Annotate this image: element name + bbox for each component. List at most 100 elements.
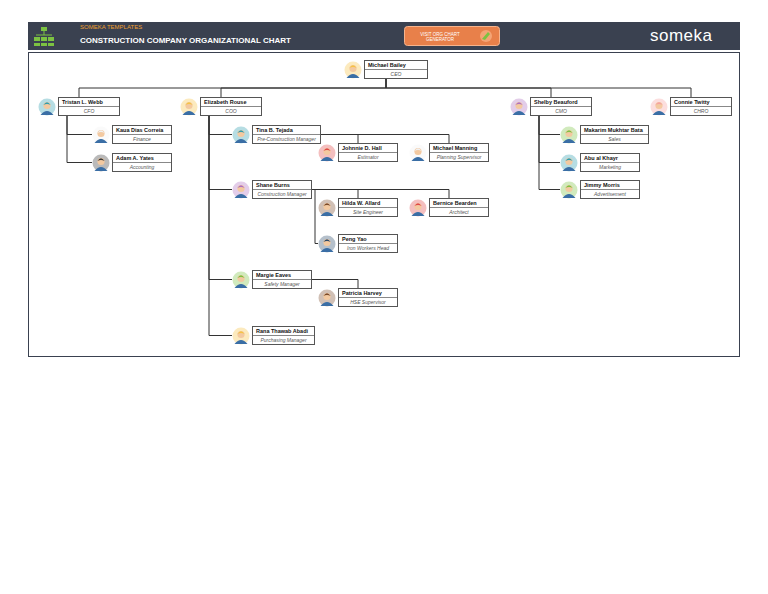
avatar-icon: [560, 154, 578, 172]
person-name: Adam A. Yates: [113, 154, 171, 163]
name-text: Tina B. Tejada: [256, 126, 293, 134]
person-name: Tristan L. Webb: [59, 98, 119, 107]
title-text: Marketing: [599, 163, 621, 171]
avatar-icon: [38, 98, 56, 116]
person-title: Estimator: [339, 153, 397, 161]
avatar-icon: [409, 199, 427, 217]
person-title: Site Engineer: [339, 208, 397, 216]
avatar-icon: [92, 126, 110, 144]
person-title: CFO: [59, 107, 119, 115]
person-name: Makarim Mukhtar Bata: [581, 126, 648, 135]
org-connector: [312, 190, 358, 199]
person-node: Michael ManningPlanning Supervisor: [409, 143, 489, 162]
person-title: Finance: [113, 135, 171, 143]
name-box: Johnnie D. HallEstimator: [338, 143, 398, 162]
org-connector: [312, 280, 358, 289]
name-box: Tristan L. WebbCFO: [58, 97, 120, 116]
avatar-icon: [318, 199, 336, 217]
person-name: Michael Manning: [430, 144, 488, 153]
title-text: Planning Supervisor: [437, 153, 482, 161]
person-title: Accounting: [113, 163, 171, 171]
avatar-icon: [318, 235, 336, 253]
person-title: Pre-Construction Manager: [253, 135, 320, 143]
name-box: Shelby BeaufordCMO: [530, 97, 592, 116]
title-text: Accounting: [130, 163, 155, 171]
org-connector: [321, 135, 449, 144]
name-text: Tristan L. Webb: [62, 98, 103, 106]
name-box: Makarim Mukhtar BataSales: [580, 125, 649, 144]
org-connector: [209, 116, 232, 280]
avatar-icon: [232, 126, 250, 144]
person-name: Kaua Dias Correia: [113, 126, 171, 135]
person-node: Tristan L. WebbCFO: [38, 97, 120, 116]
org-connector: [67, 116, 92, 135]
person-node: Rana Thawab AbadiPurchasing Manager: [232, 326, 315, 345]
person-name: Johnnie D. Hall: [339, 144, 397, 153]
name-text: Patricia Harvey: [342, 289, 382, 297]
title-text: COO: [225, 107, 236, 115]
title-text: Safety Manager: [264, 280, 299, 288]
org-connector: [321, 135, 358, 144]
avatar-icon: [650, 98, 668, 116]
person-title: COO: [201, 107, 261, 115]
name-text: Michael Bailey: [368, 61, 406, 69]
org-connector: [539, 116, 560, 163]
person-node: Shelby BeaufordCMO: [510, 97, 592, 116]
title-text: Construction Manager: [257, 190, 306, 198]
org-connector: [312, 190, 449, 199]
org-connector: [539, 116, 560, 135]
person-node: Bernice BeardenArchitect: [409, 198, 489, 217]
brand-logo: someka: [650, 26, 713, 46]
name-box: Connie TwittyCHRO: [670, 97, 732, 116]
person-title: Architect: [430, 208, 488, 216]
title-text: Sales: [608, 135, 621, 143]
person-node: Adam A. YatesAccounting: [92, 153, 172, 172]
person-node: Margie EavesSafety Manager: [232, 270, 312, 289]
person-node: Abu al KhayrMarketing: [560, 153, 640, 172]
title-text: Advertisement: [594, 190, 626, 198]
person-title: Construction Manager: [253, 190, 311, 198]
person-name: Tina B. Tejada: [253, 126, 320, 135]
name-text: Shelby Beauford: [534, 98, 578, 106]
name-text: Adam A. Yates: [116, 154, 154, 162]
person-node: Makarim Mukhtar BataSales: [560, 125, 649, 144]
org-connector: [221, 79, 386, 97]
name-box: Jimmy MorrisAdvertisement: [580, 180, 640, 199]
title-text: Pre-Construction Manager: [257, 135, 316, 143]
person-title: Purchasing Manager: [253, 336, 314, 344]
name-box: Patricia HarveyHSE Supervisor: [338, 288, 398, 307]
name-box: Margie EavesSafety Manager: [252, 270, 312, 289]
person-name: Elizabeth Rouse: [201, 98, 261, 107]
name-box: Abu al KhayrMarketing: [580, 153, 640, 172]
person-title: Planning Supervisor: [430, 153, 488, 161]
name-text: Johnnie D. Hall: [342, 144, 382, 152]
title-text: CEO: [391, 70, 402, 78]
person-title: CHRO: [671, 107, 731, 115]
person-name: Shane Burns: [253, 181, 311, 190]
person-name: Hilda W. Allard: [339, 199, 397, 208]
person-node: Peng YaoIron Workers Head: [318, 234, 398, 253]
org-connector: [539, 116, 560, 190]
title-text: CFO: [84, 107, 95, 115]
name-box: Bernice BeardenArchitect: [429, 198, 489, 217]
name-text: Jimmy Morris: [584, 181, 620, 189]
person-node: Kaua Dias CorreiaFinance: [92, 125, 172, 144]
person-node: Connie TwittyCHRO: [650, 97, 732, 116]
title-text: Estimator: [357, 153, 378, 161]
person-name: Peng Yao: [339, 235, 397, 244]
avatar-icon: [318, 289, 336, 307]
title-text: Finance: [133, 135, 151, 143]
org-icon: [33, 25, 55, 47]
avatar-icon: [510, 98, 528, 116]
org-connector: [386, 79, 691, 97]
person-node: Michael BaileyCEO: [344, 60, 428, 79]
person-name: Connie Twitty: [671, 98, 731, 107]
name-box: Rana Thawab AbadiPurchasing Manager: [252, 326, 315, 345]
name-text: Kaua Dias Correia: [116, 126, 163, 134]
name-box: Michael ManningPlanning Supervisor: [429, 143, 489, 162]
person-node: Patricia HarveyHSE Supervisor: [318, 288, 398, 307]
avatar-icon: [409, 144, 427, 162]
person-name: Margie Eaves: [253, 271, 311, 280]
title-text: CMO: [555, 107, 567, 115]
name-box: Michael BaileyCEO: [364, 60, 428, 79]
